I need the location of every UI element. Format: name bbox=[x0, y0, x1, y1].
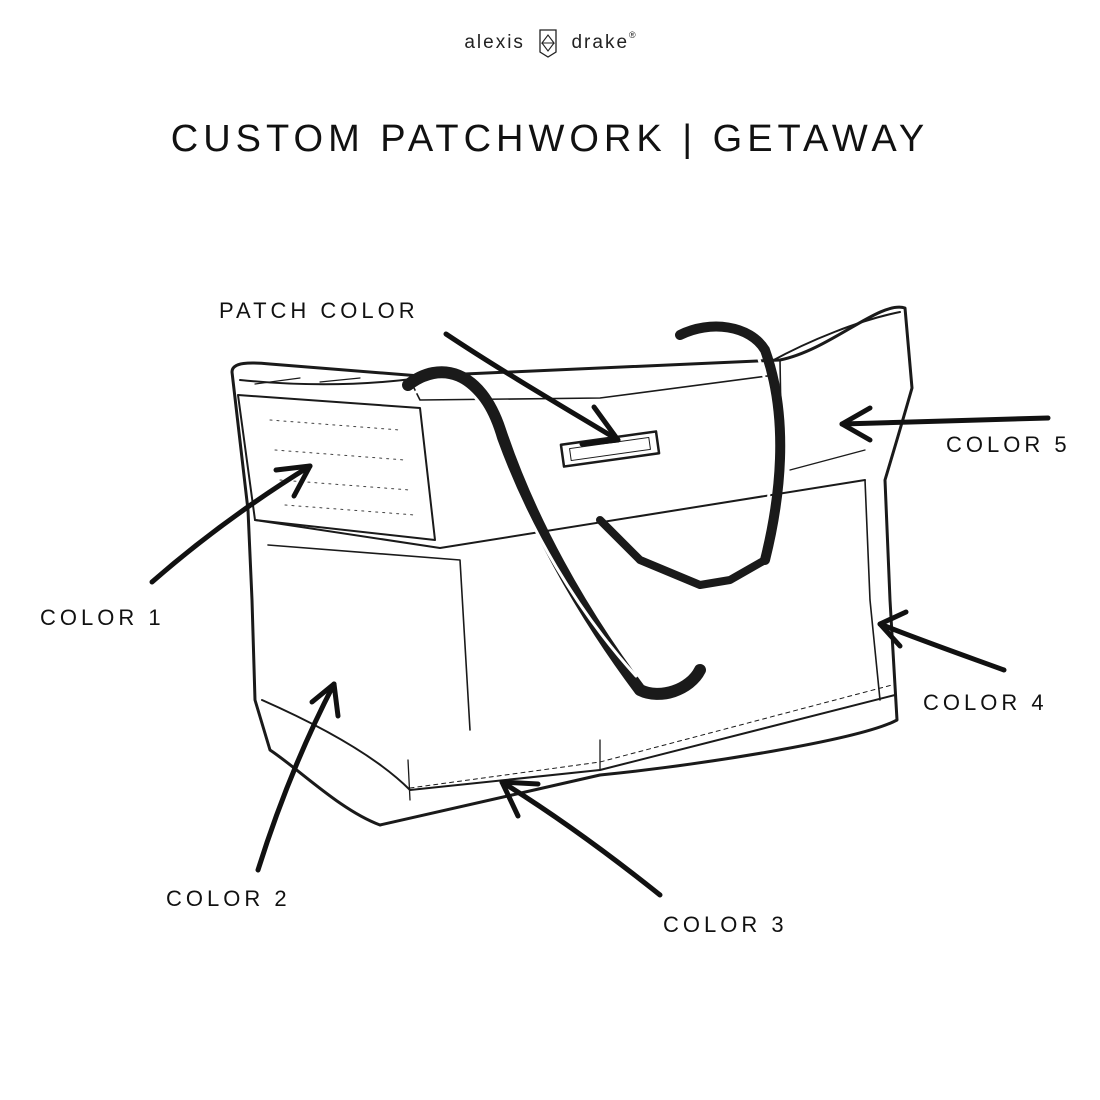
arrow-patch-color-head bbox=[579, 404, 621, 447]
arrow-color-5 bbox=[839, 415, 1051, 427]
label-color-2: COLOR 2 bbox=[166, 886, 291, 911]
arrow-color-5-head bbox=[839, 405, 873, 443]
brand-registered-mark: ® bbox=[629, 30, 636, 40]
label-patch-color: PATCH COLOR bbox=[219, 298, 419, 323]
arrow-color-3-head bbox=[499, 779, 541, 819]
arrow-patch-color bbox=[443, 331, 621, 443]
tote-bag-illustration bbox=[230, 305, 914, 827]
arrow-color-3 bbox=[499, 779, 663, 898]
brand-name-first: alexis bbox=[464, 32, 525, 53]
arrow-color-2 bbox=[255, 681, 337, 873]
annotation-arrows bbox=[149, 331, 1051, 898]
arrow-color-1 bbox=[149, 463, 313, 585]
label-color-3: COLOR 3 bbox=[663, 912, 788, 937]
brand-name-second: drake bbox=[571, 32, 630, 53]
label-color-5: COLOR 5 bbox=[946, 432, 1071, 457]
label-color-1: COLOR 1 bbox=[40, 605, 165, 630]
label-color-4: COLOR 4 bbox=[923, 690, 1048, 715]
page-title: CUSTOM PATCHWORK | GETAWAY bbox=[170, 118, 930, 160]
arrow-color-2-head bbox=[309, 681, 341, 719]
arrow-color-4-head bbox=[877, 609, 909, 649]
arrow-color-1-head bbox=[273, 463, 313, 499]
brand-logo: alexis drake® bbox=[0, 28, 1100, 58]
arrow-color-4 bbox=[877, 621, 1007, 673]
brand-logo-icon bbox=[539, 29, 557, 58]
